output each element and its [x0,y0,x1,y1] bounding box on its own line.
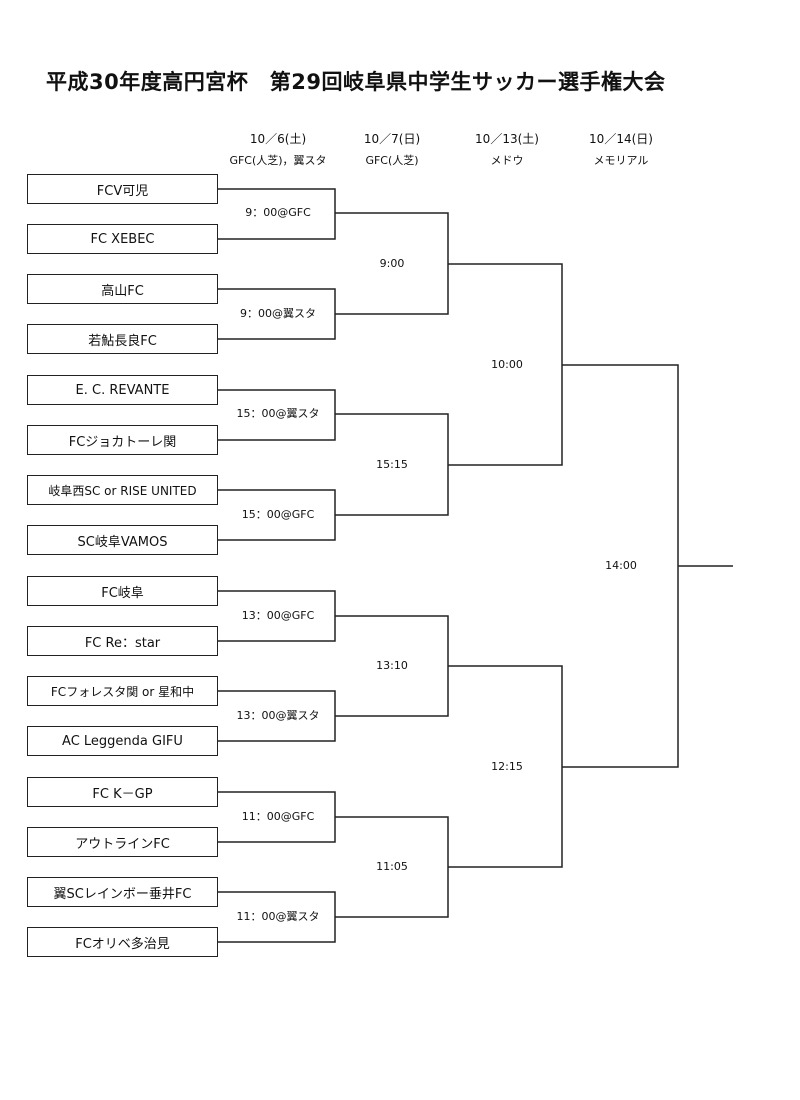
team-slot-16: FCオリベ多治見 [27,927,218,957]
team-slot-6: FCジョカトーレ関 [27,425,218,455]
tournament-title: 平成30年度高円宮杯 第29回岐阜県中学生サッカー選手権大会 [46,70,666,94]
team-slot-10: FC Re：star [27,626,218,656]
match-label-r1-2: 9：00@翼スタ [239,307,317,321]
team-slot-4: 若鮎長良FC [27,324,218,354]
round-header-2: 10／7(日) GFC(人芝) [332,131,452,169]
team-slot-9: FC岐阜 [27,576,218,606]
team-slot-13: FC K－GP [27,777,218,807]
round-header-1: 10／6(土) GFC(人芝)，翼スタ [218,131,338,169]
team-slot-8: SC岐阜VAMOS [27,525,218,555]
match-label-sf-1: 10:00 [490,358,524,372]
round-header-3: 10／13(土) メドウ [447,131,567,169]
team-slot-15: 翼SCレインボー垂井FC [27,877,218,907]
round-date: 10／7(日) [363,132,421,146]
match-label-r2-1: 9:00 [378,257,406,271]
match-label-r2-3: 13:10 [375,659,409,673]
team-slot-14: アウトラインFC [27,827,218,857]
match-label-sf-2: 12:15 [490,760,524,774]
match-label-r2-2: 15:15 [375,458,409,472]
match-label-r1-3: 15：00@翼スタ [235,407,321,421]
match-label-final: 14:00 [604,559,638,573]
team-slot-12: AC Leggenda GIFU [27,726,218,756]
team-slot-11: FCフォレスタ関 or 星和中 [27,676,218,706]
round-venue: GFC(人芝) [365,154,419,167]
round-header-4: 10／14(日) メモリアル [561,131,681,169]
round-venue: メモリアル [593,154,649,167]
match-label-r1-6: 13：00@翼スタ [235,709,321,723]
match-label-r1-1: 9：00@GFC [244,206,312,220]
match-label-r1-4: 15：00@GFC [240,508,316,522]
round-date: 10／13(土) [475,132,539,146]
match-label-r1-7: 11：00@GFC [240,810,316,824]
team-slot-7: 岐阜西SC or RISE UNITED [27,475,218,505]
match-label-r1-8: 11：00@翼スタ [235,910,321,924]
round-venue: メドウ [490,154,524,167]
match-label-r1-5: 13：00@GFC [240,609,316,623]
team-slot-2: FC XEBEC [27,224,218,254]
team-slot-3: 高山FC [27,274,218,304]
round-date: 10／6(土) [249,132,307,146]
bracket-connector [218,389,336,441]
bracket-connector [218,188,336,240]
round-venue: GFC(人芝)，翼スタ [229,154,327,167]
team-slot-5: E. C. REVANTE [27,375,218,405]
team-slot-1: FCV可児 [27,174,218,204]
round-date: 10／14(日) [589,132,653,146]
match-label-r2-4: 11:05 [375,860,409,874]
